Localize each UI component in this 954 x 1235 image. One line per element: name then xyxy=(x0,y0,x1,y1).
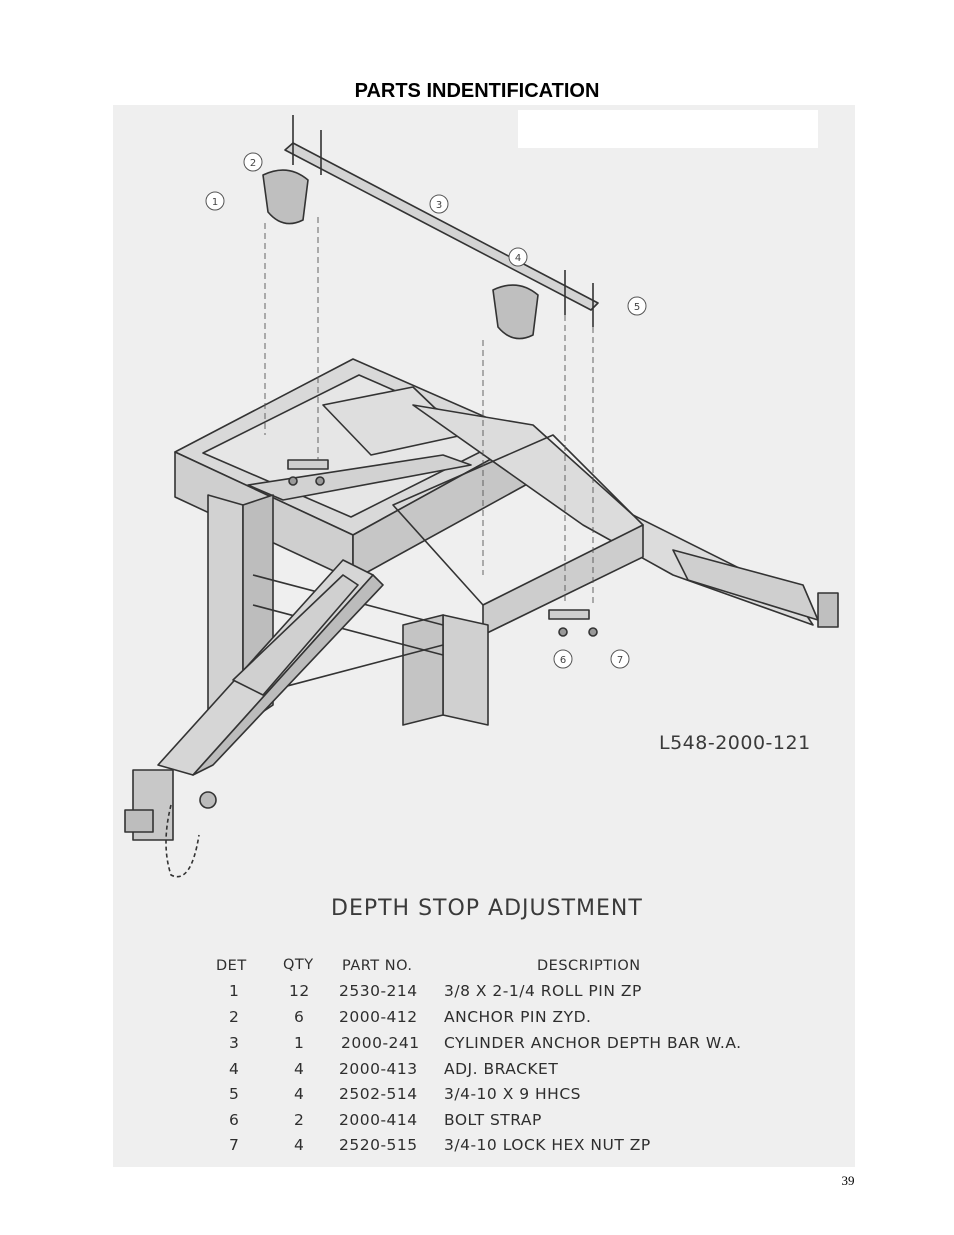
row-2-det: 2 xyxy=(229,1008,240,1026)
drawing-number: L548-2000-121 xyxy=(659,732,811,754)
machine-frame xyxy=(124,115,839,878)
assembly-lines xyxy=(264,217,594,605)
row-4-description: ADJ. BRACKET xyxy=(444,1060,559,1078)
row-6-part-no: 2000-414 xyxy=(339,1111,418,1129)
row-3-qty: 1 xyxy=(294,1034,305,1052)
row-5-description: 3/4-10 X 9 HHCS xyxy=(444,1085,581,1103)
row-6-qty: 2 xyxy=(294,1111,305,1129)
row-5-det: 5 xyxy=(229,1085,240,1103)
row-7-qty: 4 xyxy=(294,1136,305,1154)
row-3-description: CYLINDER ANCHOR DEPTH BAR W.A. xyxy=(444,1034,742,1052)
frame-drawing: 1 2 3 4 5 6 7 xyxy=(124,110,839,878)
parts-diagram: 1 2 3 4 5 6 7 L548-2000-121 DEPTH STOP A… xyxy=(113,105,855,1167)
callout-circles xyxy=(205,152,647,669)
blank-panel xyxy=(518,110,818,148)
page-title: PARTS INDENTIFICATION xyxy=(354,80,600,102)
header-det: DET xyxy=(216,958,247,974)
row-5-part-no: 2502-514 xyxy=(339,1085,418,1103)
row-1-description: 3/8 X 2-1/4 ROLL PIN ZP xyxy=(444,982,642,1000)
row-4-qty: 4 xyxy=(294,1060,305,1078)
row-6-det: 6 xyxy=(229,1111,240,1129)
callout-1: 1 xyxy=(212,197,218,208)
row-7-det: 7 xyxy=(229,1136,240,1154)
callout-3: 3 xyxy=(436,200,442,211)
row-2-description: ANCHOR PIN ZYD. xyxy=(444,1008,592,1026)
callout-7: 7 xyxy=(617,655,623,666)
row-1-qty: 12 xyxy=(289,982,310,1000)
callout-4: 4 xyxy=(515,253,521,264)
row-2-qty: 6 xyxy=(294,1008,305,1026)
row-2-part-no: 2000-412 xyxy=(339,1008,418,1026)
header-description: DESCRIPTION xyxy=(537,958,641,974)
callout-2: 2 xyxy=(250,158,256,169)
row-7-description: 3/4-10 LOCK HEX NUT ZP xyxy=(444,1136,651,1154)
row-6-description: BOLT STRAP xyxy=(444,1111,542,1129)
row-4-det: 4 xyxy=(229,1060,240,1078)
row-7-part-no: 2520-515 xyxy=(339,1136,418,1154)
row-1-det: 1 xyxy=(229,982,240,1000)
row-3-part-no: 2000-241 xyxy=(341,1034,420,1052)
callout-numbers: 1 2 3 4 5 6 7 xyxy=(212,158,640,666)
callout-5: 5 xyxy=(634,302,640,313)
section-title: DEPTH STOP ADJUSTMENT xyxy=(331,896,643,921)
header-qty: QTY xyxy=(283,957,314,973)
row-3-det: 3 xyxy=(229,1034,240,1052)
callout-6: 6 xyxy=(560,655,566,666)
header-part-no: PART NO. xyxy=(342,958,413,974)
row-4-part-no: 2000-413 xyxy=(339,1060,418,1078)
row-5-qty: 4 xyxy=(294,1085,305,1103)
row-1-part-no: 2530-214 xyxy=(339,982,418,1000)
page-number: 39 xyxy=(841,1173,855,1188)
